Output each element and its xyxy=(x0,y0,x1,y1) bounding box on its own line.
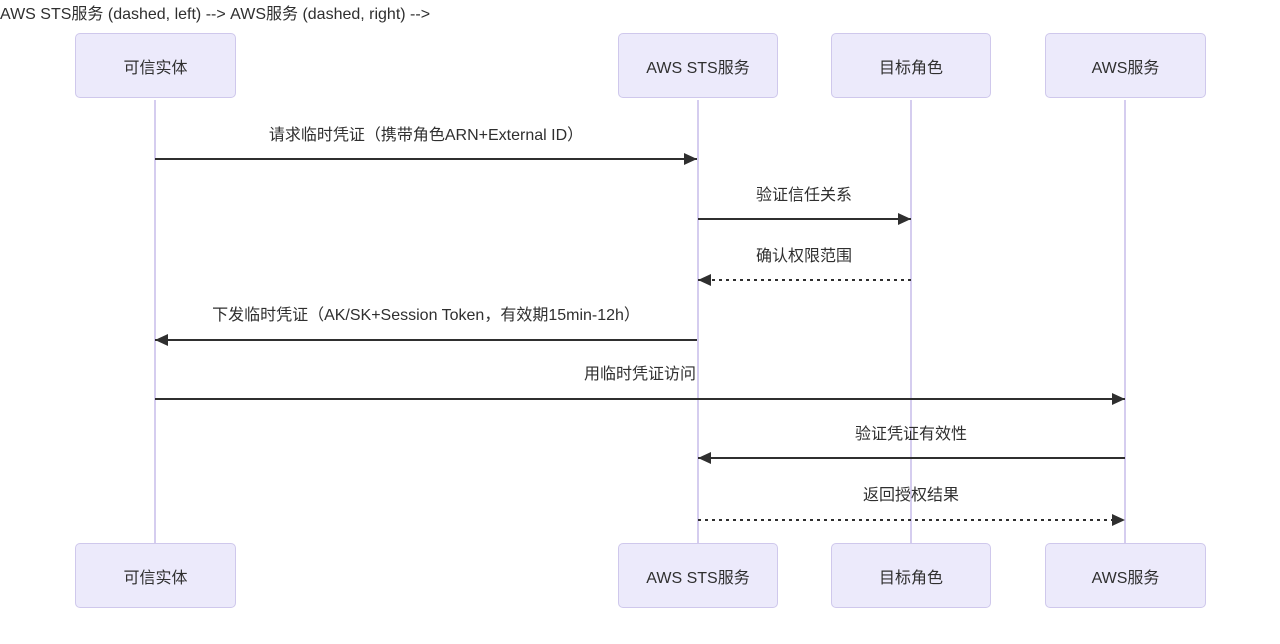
message-line-5 xyxy=(155,398,1125,400)
actor-target-role-top: 目标角色 xyxy=(831,33,991,98)
arrowhead-right-2 xyxy=(898,213,911,225)
message-line-7 xyxy=(698,519,1125,521)
actor-aws-service-bottom: AWS服务 xyxy=(1045,543,1206,608)
actor-aws-service-top: AWS服务 xyxy=(1045,33,1206,98)
arrowhead-right-5 xyxy=(1112,393,1125,405)
arrowhead-left-6 xyxy=(698,452,711,464)
arrowhead-right-1 xyxy=(684,153,697,165)
message-label-7: 返回授权结果 xyxy=(862,487,959,504)
actor-target-role-bottom: 目标角色 xyxy=(831,543,991,608)
actor-trusted-entity-top: 可信实体 xyxy=(75,33,236,98)
lifeline-aws-service xyxy=(1124,100,1126,543)
arrowhead-left-4 xyxy=(155,334,168,346)
lifeline-target-role xyxy=(910,100,912,543)
lifeline-trusted-entity xyxy=(154,100,156,543)
message-label-4: 下发临时凭证（AK/SK+Session Token，有效期15min-12h） xyxy=(212,307,640,324)
arrowhead-right-7 xyxy=(1112,514,1125,526)
lifeline-aws-sts xyxy=(697,100,699,543)
message-line-3 xyxy=(698,279,911,281)
message-line-1 xyxy=(155,158,697,160)
message-label-2: 验证信任关系 xyxy=(755,187,852,204)
message-label-6: 验证凭证有效性 xyxy=(854,426,967,443)
actor-aws-sts-top: AWS STS服务 xyxy=(618,33,778,98)
arrowhead-left-3 xyxy=(698,274,711,286)
message-line-2 xyxy=(698,218,911,220)
actor-trusted-entity-bottom: 可信实体 xyxy=(75,543,236,608)
actor-aws-sts-bottom: AWS STS服务 xyxy=(618,543,778,608)
message-line-4 xyxy=(155,339,697,341)
message-line-6 xyxy=(698,457,1125,459)
message-label-3: 确认权限范围 xyxy=(755,248,852,265)
message-label-5: 用临时凭证访问 xyxy=(583,366,696,383)
message-label-1: 请求临时凭证（携带角色ARN+External ID） xyxy=(268,127,584,144)
